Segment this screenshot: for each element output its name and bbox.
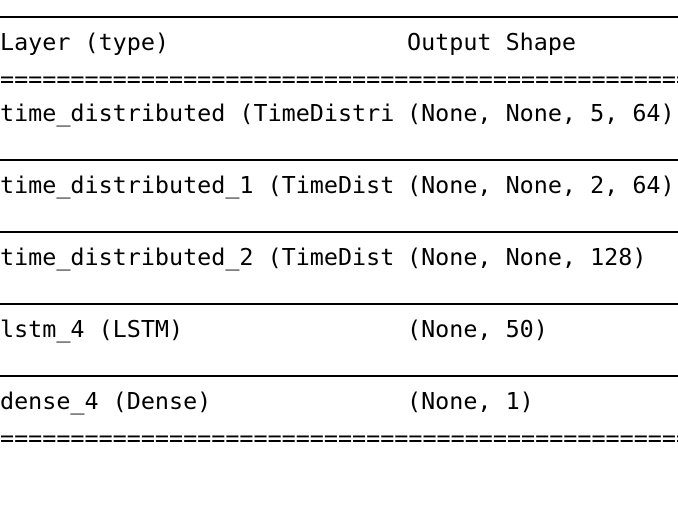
table-row: time_distributed_2 (TimeDist (None, None… [0, 240, 678, 274]
output-shape: (None, 50) [407, 315, 548, 343]
row-rule [0, 159, 678, 161]
layer-name: time_distributed_2 (TimeDist [0, 243, 395, 271]
row-rule [0, 231, 678, 233]
header-row: Layer (type) Output Shape [0, 25, 678, 59]
row-rule [0, 375, 678, 377]
table-row: time_distributed_1 (TimeDist (None, None… [0, 168, 678, 202]
layer-name: dense_4 (Dense) [0, 387, 212, 415]
layer-name: lstm_4 (LSTM) [0, 315, 184, 343]
model-summary: Layer (type) Output Shape ==============… [0, 16, 678, 449]
table-row: time_distributed (TimeDistri (None, None… [0, 96, 678, 130]
output-shape: (None, None, 128) [407, 243, 647, 271]
footer-double-rule: ========================================… [0, 427, 678, 449]
header-output-shape: Output Shape [407, 28, 576, 56]
output-shape: (None, 1) [407, 387, 534, 415]
row-rule [0, 303, 678, 305]
table-row: lstm_4 (LSTM) (None, 50) [0, 312, 678, 346]
header-layer-type: Layer (type) [0, 28, 169, 56]
layer-name: time_distributed_1 (TimeDist [0, 171, 395, 199]
layer-name: time_distributed (TimeDistri [0, 99, 395, 127]
table-row: dense_4 (Dense) (None, 1) [0, 384, 678, 418]
top-rule [0, 16, 678, 18]
output-shape: (None, None, 5, 64) [407, 99, 675, 127]
output-shape: (None, None, 2, 64) [407, 171, 675, 199]
header-double-rule: ========================================… [0, 68, 678, 90]
